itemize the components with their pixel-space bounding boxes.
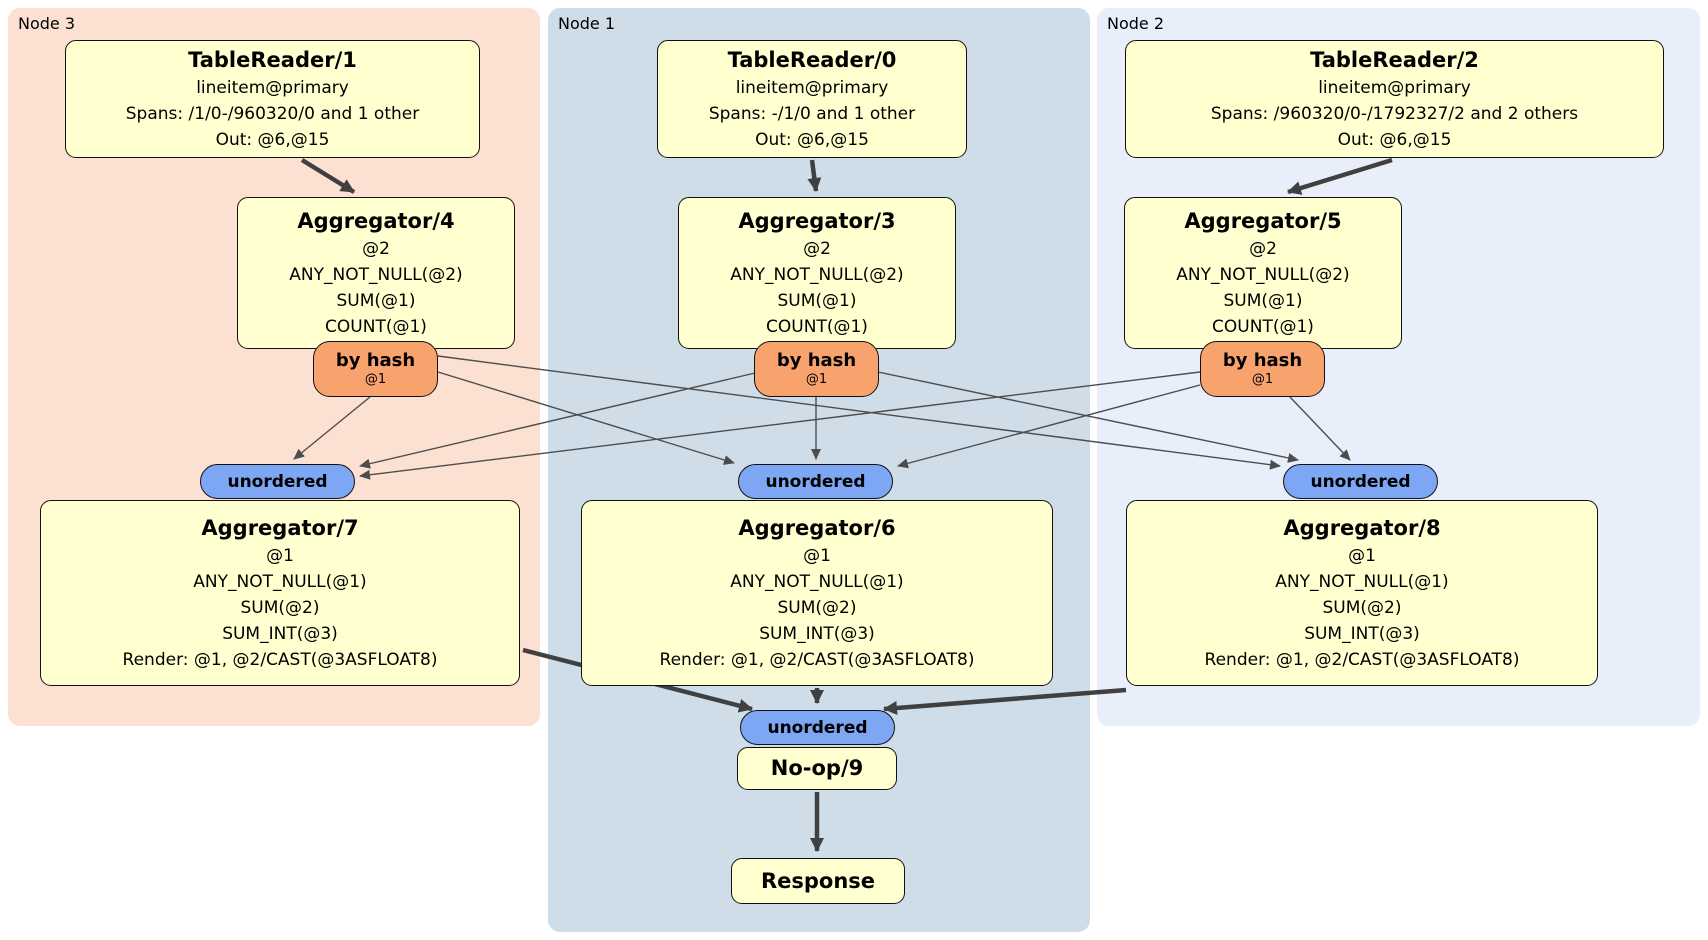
processor-line: ANY_NOT_NULL(@1) <box>730 571 904 592</box>
router-by-hash-4: by hash @1 <box>313 341 438 397</box>
processor-line: @2 <box>1249 238 1277 259</box>
processor-line: Out: @6,@15 <box>215 129 330 150</box>
processor-line: ANY_NOT_NULL(@2) <box>1176 264 1350 285</box>
processor-line: Spans: /960320/0-/1792327/2 and 2 others <box>1210 103 1579 124</box>
processor-line: Render: @1, @2/CAST(@3ASFLOAT8) <box>1204 649 1520 670</box>
processor-aggregator-4: Aggregator/4 @2 ANY_NOT_NULL(@2) SUM(@1)… <box>237 197 515 349</box>
edge-tablereader2-aggregator5 <box>1287 157 1393 195</box>
processor-line: ANY_NOT_NULL(@1) <box>1275 571 1449 592</box>
processor-line: @1 <box>803 545 831 566</box>
processor-line: SUM_INT(@3) <box>1304 623 1420 644</box>
hash-router-edges <box>293 355 1351 480</box>
processor-line: COUNT(@1) <box>325 316 427 337</box>
edge-aggregator8-unordered-final <box>883 687 1127 715</box>
processor-line: ANY_NOT_NULL(@1) <box>193 571 367 592</box>
region-label: Node 1 <box>558 14 616 33</box>
processor-aggregator-5: Aggregator/5 @2 ANY_NOT_NULL(@2) SUM(@1)… <box>1124 197 1402 349</box>
processor-line: @2 <box>362 238 390 259</box>
edge-byhash3-unordered3 <box>359 372 756 469</box>
processor-line: SUM_INT(@3) <box>759 623 875 644</box>
processor-title: Response <box>760 868 876 893</box>
processor-line: SUM(@1) <box>1223 290 1303 311</box>
processor-title: Aggregator/5 <box>1184 208 1342 233</box>
processor-line: Render: @1, @2/CAST(@3ASFLOAT8) <box>122 649 438 670</box>
stream-label: unordered <box>1310 471 1411 492</box>
region-label: Node 2 <box>1107 14 1165 33</box>
edge-byhash4-unordered1 <box>437 371 735 465</box>
processor-line: SUM(@1) <box>777 290 857 311</box>
processor-noop-9: No-op/9 <box>737 747 897 790</box>
stream-label: unordered <box>765 471 866 492</box>
processor-title: Aggregator/8 <box>1283 515 1441 540</box>
edge-byhash3-unordered2 <box>877 371 1299 463</box>
processor-tablereader-1: TableReader/1 lineitem@primary Spans: /1… <box>65 40 480 158</box>
router-columns: @1 <box>805 372 828 387</box>
processor-tablereader-2: TableReader/2 lineitem@primary Spans: /9… <box>1125 40 1664 158</box>
router-columns: @1 <box>1251 372 1274 387</box>
processor-aggregator-6: Aggregator/6 @1 ANY_NOT_NULL(@1) SUM(@2)… <box>581 500 1053 686</box>
processor-line: @2 <box>803 238 831 259</box>
processor-aggregator-8: Aggregator/8 @1 ANY_NOT_NULL(@1) SUM(@2)… <box>1126 500 1598 686</box>
edge-byhash4-unordered3 <box>293 396 371 460</box>
processor-aggregator-7: Aggregator/7 @1 ANY_NOT_NULL(@1) SUM(@2)… <box>40 500 520 686</box>
processor-title: No-op/9 <box>770 756 864 780</box>
processor-line: SUM(@2) <box>777 597 857 618</box>
edge-byhash4-unordered2 <box>437 355 1281 470</box>
processor-title: Aggregator/6 <box>738 515 896 540</box>
stream-unordered-node3: unordered <box>200 464 355 499</box>
processor-title: TableReader/0 <box>727 47 897 72</box>
processor-title: TableReader/2 <box>1310 47 1479 72</box>
processor-response: Response <box>731 858 905 904</box>
processor-line: @1 <box>1348 545 1376 566</box>
processor-line: lineitem@primary <box>1318 77 1471 98</box>
processor-tablereader-0: TableReader/0 lineitem@primary Spans: -/… <box>657 40 967 158</box>
router-by-hash-5: by hash @1 <box>1200 341 1325 397</box>
processor-title: Aggregator/7 <box>201 515 359 540</box>
processor-title: Aggregator/3 <box>738 208 896 233</box>
processor-line: ANY_NOT_NULL(@2) <box>730 264 904 285</box>
stream-unordered-final: unordered <box>740 710 895 745</box>
router-label: by hash <box>776 350 857 371</box>
stream-label: unordered <box>767 717 868 738</box>
region-label: Node 3 <box>18 14 76 33</box>
edge-tablereader0-aggregator3 <box>807 159 822 192</box>
processor-line: lineitem@primary <box>196 77 349 98</box>
edge-byhash5-unordered1 <box>897 384 1201 469</box>
processor-line: COUNT(@1) <box>1212 316 1314 337</box>
processor-line: ANY_NOT_NULL(@2) <box>289 264 463 285</box>
processor-line: Out: @6,@15 <box>755 129 869 150</box>
processor-line: Spans: /1/0-/960320/0 and 1 other <box>125 103 420 124</box>
stream-unordered-node1: unordered <box>738 464 893 499</box>
processor-aggregator-3: Aggregator/3 @2 ANY_NOT_NULL(@2) SUM(@1)… <box>678 197 956 349</box>
processor-line: Spans: -/1/0 and 1 other <box>708 103 916 124</box>
processor-line: lineitem@primary <box>735 77 889 98</box>
processor-line: COUNT(@1) <box>766 316 868 337</box>
processor-line: @1 <box>266 545 294 566</box>
router-by-hash-3: by hash @1 <box>754 341 879 397</box>
processor-line: Render: @1, @2/CAST(@3ASFLOAT8) <box>659 649 975 670</box>
edge-tablereader1-aggregator4 <box>300 158 356 194</box>
processor-title: Aggregator/4 <box>297 208 455 233</box>
stream-unordered-node2: unordered <box>1283 464 1438 499</box>
processor-line: SUM_INT(@3) <box>222 623 338 644</box>
processor-line: SUM(@2) <box>1322 597 1402 618</box>
processor-line: SUM(@2) <box>240 597 320 618</box>
processor-line: Out: @6,@15 <box>1337 129 1452 150</box>
router-label: by hash <box>335 350 416 371</box>
processor-title: TableReader/1 <box>188 47 357 72</box>
processor-line: SUM(@1) <box>336 290 416 311</box>
router-label: by hash <box>1222 350 1303 371</box>
edge-byhash5-unordered3 <box>359 371 1201 480</box>
stream-label: unordered <box>227 471 328 492</box>
edge-byhash5-unordered2 <box>1289 396 1351 461</box>
router-columns: @1 <box>364 372 387 387</box>
